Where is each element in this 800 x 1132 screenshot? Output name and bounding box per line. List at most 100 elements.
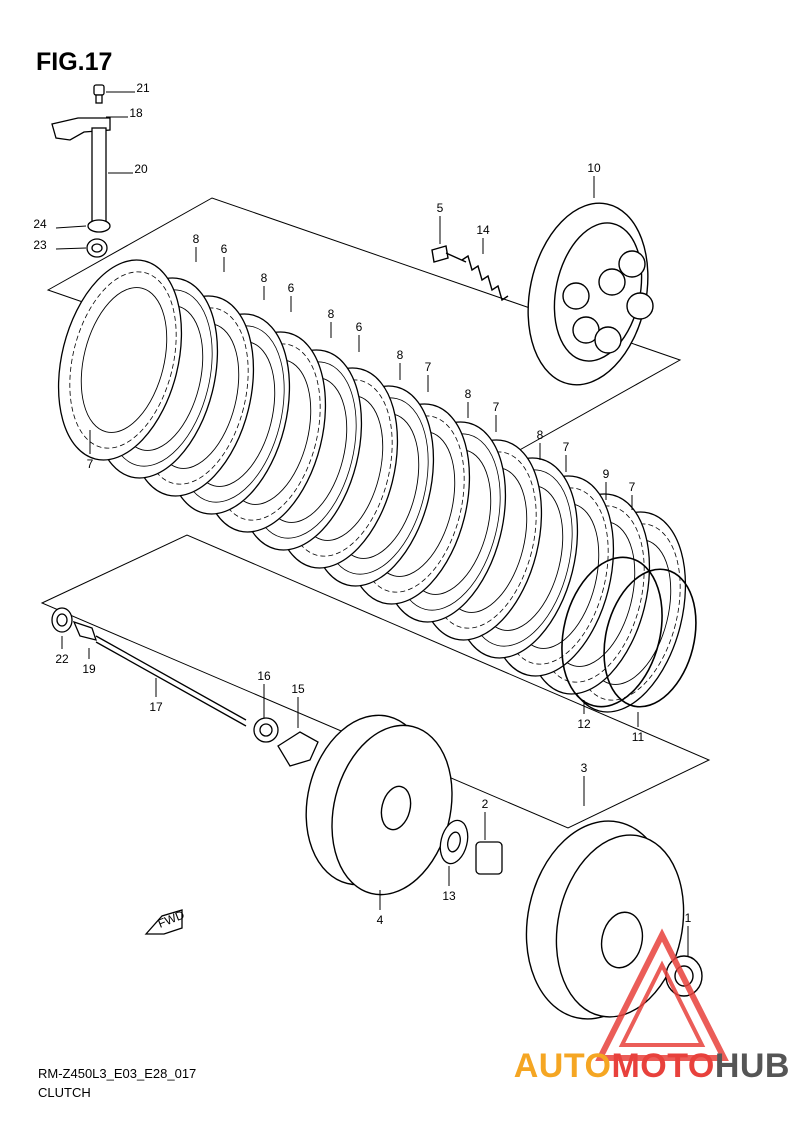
thrust-washer-13-hole: [447, 831, 461, 853]
callout-number: 24: [33, 217, 47, 231]
callout-number: 8: [397, 348, 404, 362]
callout-number: 8: [261, 271, 268, 285]
pushrod-piece-19: [72, 620, 97, 641]
callout-labels: 2118202423105148686868787879771211221917…: [33, 81, 692, 956]
diagram-section-name: CLUTCH: [38, 1085, 91, 1100]
callout-number: 8: [465, 387, 472, 401]
callout-12: 12: [577, 700, 591, 731]
fwd-arrow-icon: [144, 909, 183, 935]
callout-17: 17: [149, 678, 163, 714]
wire-ring-12: [561, 556, 663, 708]
release-arm-assembly: [51, 84, 111, 258]
wire-ring-11: [603, 568, 697, 708]
callout-15: 15: [291, 682, 305, 728]
seal-24-part: [87, 219, 111, 233]
plate-1: [57, 259, 183, 461]
diagram-code: RM-Z450L3_E03_E28_017: [38, 1066, 197, 1081]
callout-number: 21: [136, 81, 150, 95]
callout-number: 15: [291, 682, 305, 696]
callout-number: 17: [149, 700, 163, 714]
callout-5: 5: [437, 201, 444, 244]
callout-9: 9: [603, 467, 610, 500]
bolt-21-part: [93, 84, 105, 96]
clutch-housing-3: [525, 820, 703, 1020]
pushrod-assembly: [51, 607, 319, 767]
fwd-arrow: FWD: [144, 907, 187, 935]
callout-number: 20: [134, 162, 148, 176]
callout-14: 14: [476, 223, 490, 254]
spring-boss-5: [594, 326, 622, 354]
callout-number: 9: [603, 467, 610, 481]
pressure-plate-assembly: [431, 202, 654, 386]
clutch-bolt-5-shank: [445, 252, 467, 263]
callout-7: 7: [425, 360, 432, 392]
callout-1: 1: [685, 911, 692, 956]
callout-8: 8: [328, 307, 335, 338]
pushrod-17-edge: [95, 641, 247, 727]
lock-washer-15-part: [277, 731, 319, 767]
watermark-auto: AUTO: [513, 1047, 612, 1085]
callout-6: 6: [221, 242, 228, 272]
callout-number: 16: [257, 669, 271, 683]
callout-number: 12: [577, 717, 591, 731]
washer-bearing: [439, 819, 503, 875]
watermark-logo: AUTOMOTOHUB: [514, 1047, 790, 1086]
nut-16-hole: [259, 723, 273, 737]
callout-16: 16: [257, 669, 271, 718]
callout-number: 8: [193, 232, 200, 246]
callout-7: 7: [629, 480, 636, 510]
callout-number: 13: [442, 889, 456, 903]
callout-11: 11: [632, 712, 645, 744]
clutch-bolt-5: [431, 245, 449, 263]
callout-22: 22: [55, 636, 69, 666]
watermark-moto: MOTO: [611, 1047, 715, 1085]
needle-bearing-2: [475, 841, 503, 875]
callout-8: 8: [465, 387, 472, 418]
clutch-spring-14: [461, 254, 509, 302]
callout-24: 24: [33, 217, 87, 231]
callout-number: 1: [685, 911, 692, 925]
callout-number: 23: [33, 238, 47, 252]
callout-number: 6: [356, 320, 363, 334]
callout-number: 7: [629, 480, 636, 494]
callout-number: 3: [581, 761, 588, 775]
spring-boss-2: [598, 268, 626, 296]
figure-title: FIG.17: [36, 48, 113, 76]
callout-2: 2: [482, 797, 489, 840]
pushrod-17: [95, 635, 247, 721]
callout-number: 5: [437, 201, 444, 215]
callout-7: 7: [563, 440, 570, 472]
watermark-triangle-icon: [595, 928, 729, 1061]
callout-number: 22: [55, 652, 69, 666]
sleeve-hub-4: [305, 714, 453, 896]
callout-8: 8: [397, 348, 404, 380]
callout-number: 8: [537, 428, 544, 442]
release-shaft: [91, 127, 107, 223]
sleeve-hub-center: [380, 785, 412, 831]
callout-7: 7: [493, 400, 500, 432]
callout-number: 19: [82, 662, 96, 676]
callout-number: 6: [288, 281, 295, 295]
spring-boss-1: [618, 250, 646, 278]
callout-3: 3: [581, 761, 588, 806]
callout-19: 19: [82, 648, 96, 676]
callout-6: 6: [288, 281, 295, 312]
oil-seal-22-hole: [56, 613, 68, 627]
clutch-plate-stack: [57, 259, 697, 713]
spring-boss-3: [626, 292, 654, 320]
callout-number: 6: [221, 242, 228, 256]
callout-number: 10: [587, 161, 601, 175]
housing-boss: [600, 911, 644, 969]
callout-8: 8: [261, 271, 268, 300]
callout-number: 7: [563, 440, 570, 454]
bolt-21-shank: [95, 94, 103, 104]
callout-7: 7: [87, 430, 94, 471]
callout-8: 8: [193, 232, 200, 262]
callout-13: 13: [442, 866, 456, 903]
callout-23: 23: [33, 238, 87, 252]
callout-number: 2: [482, 797, 489, 811]
callout-number: 7: [493, 400, 500, 414]
callout-number: 11: [632, 730, 645, 744]
callout-10: 10: [587, 161, 601, 198]
